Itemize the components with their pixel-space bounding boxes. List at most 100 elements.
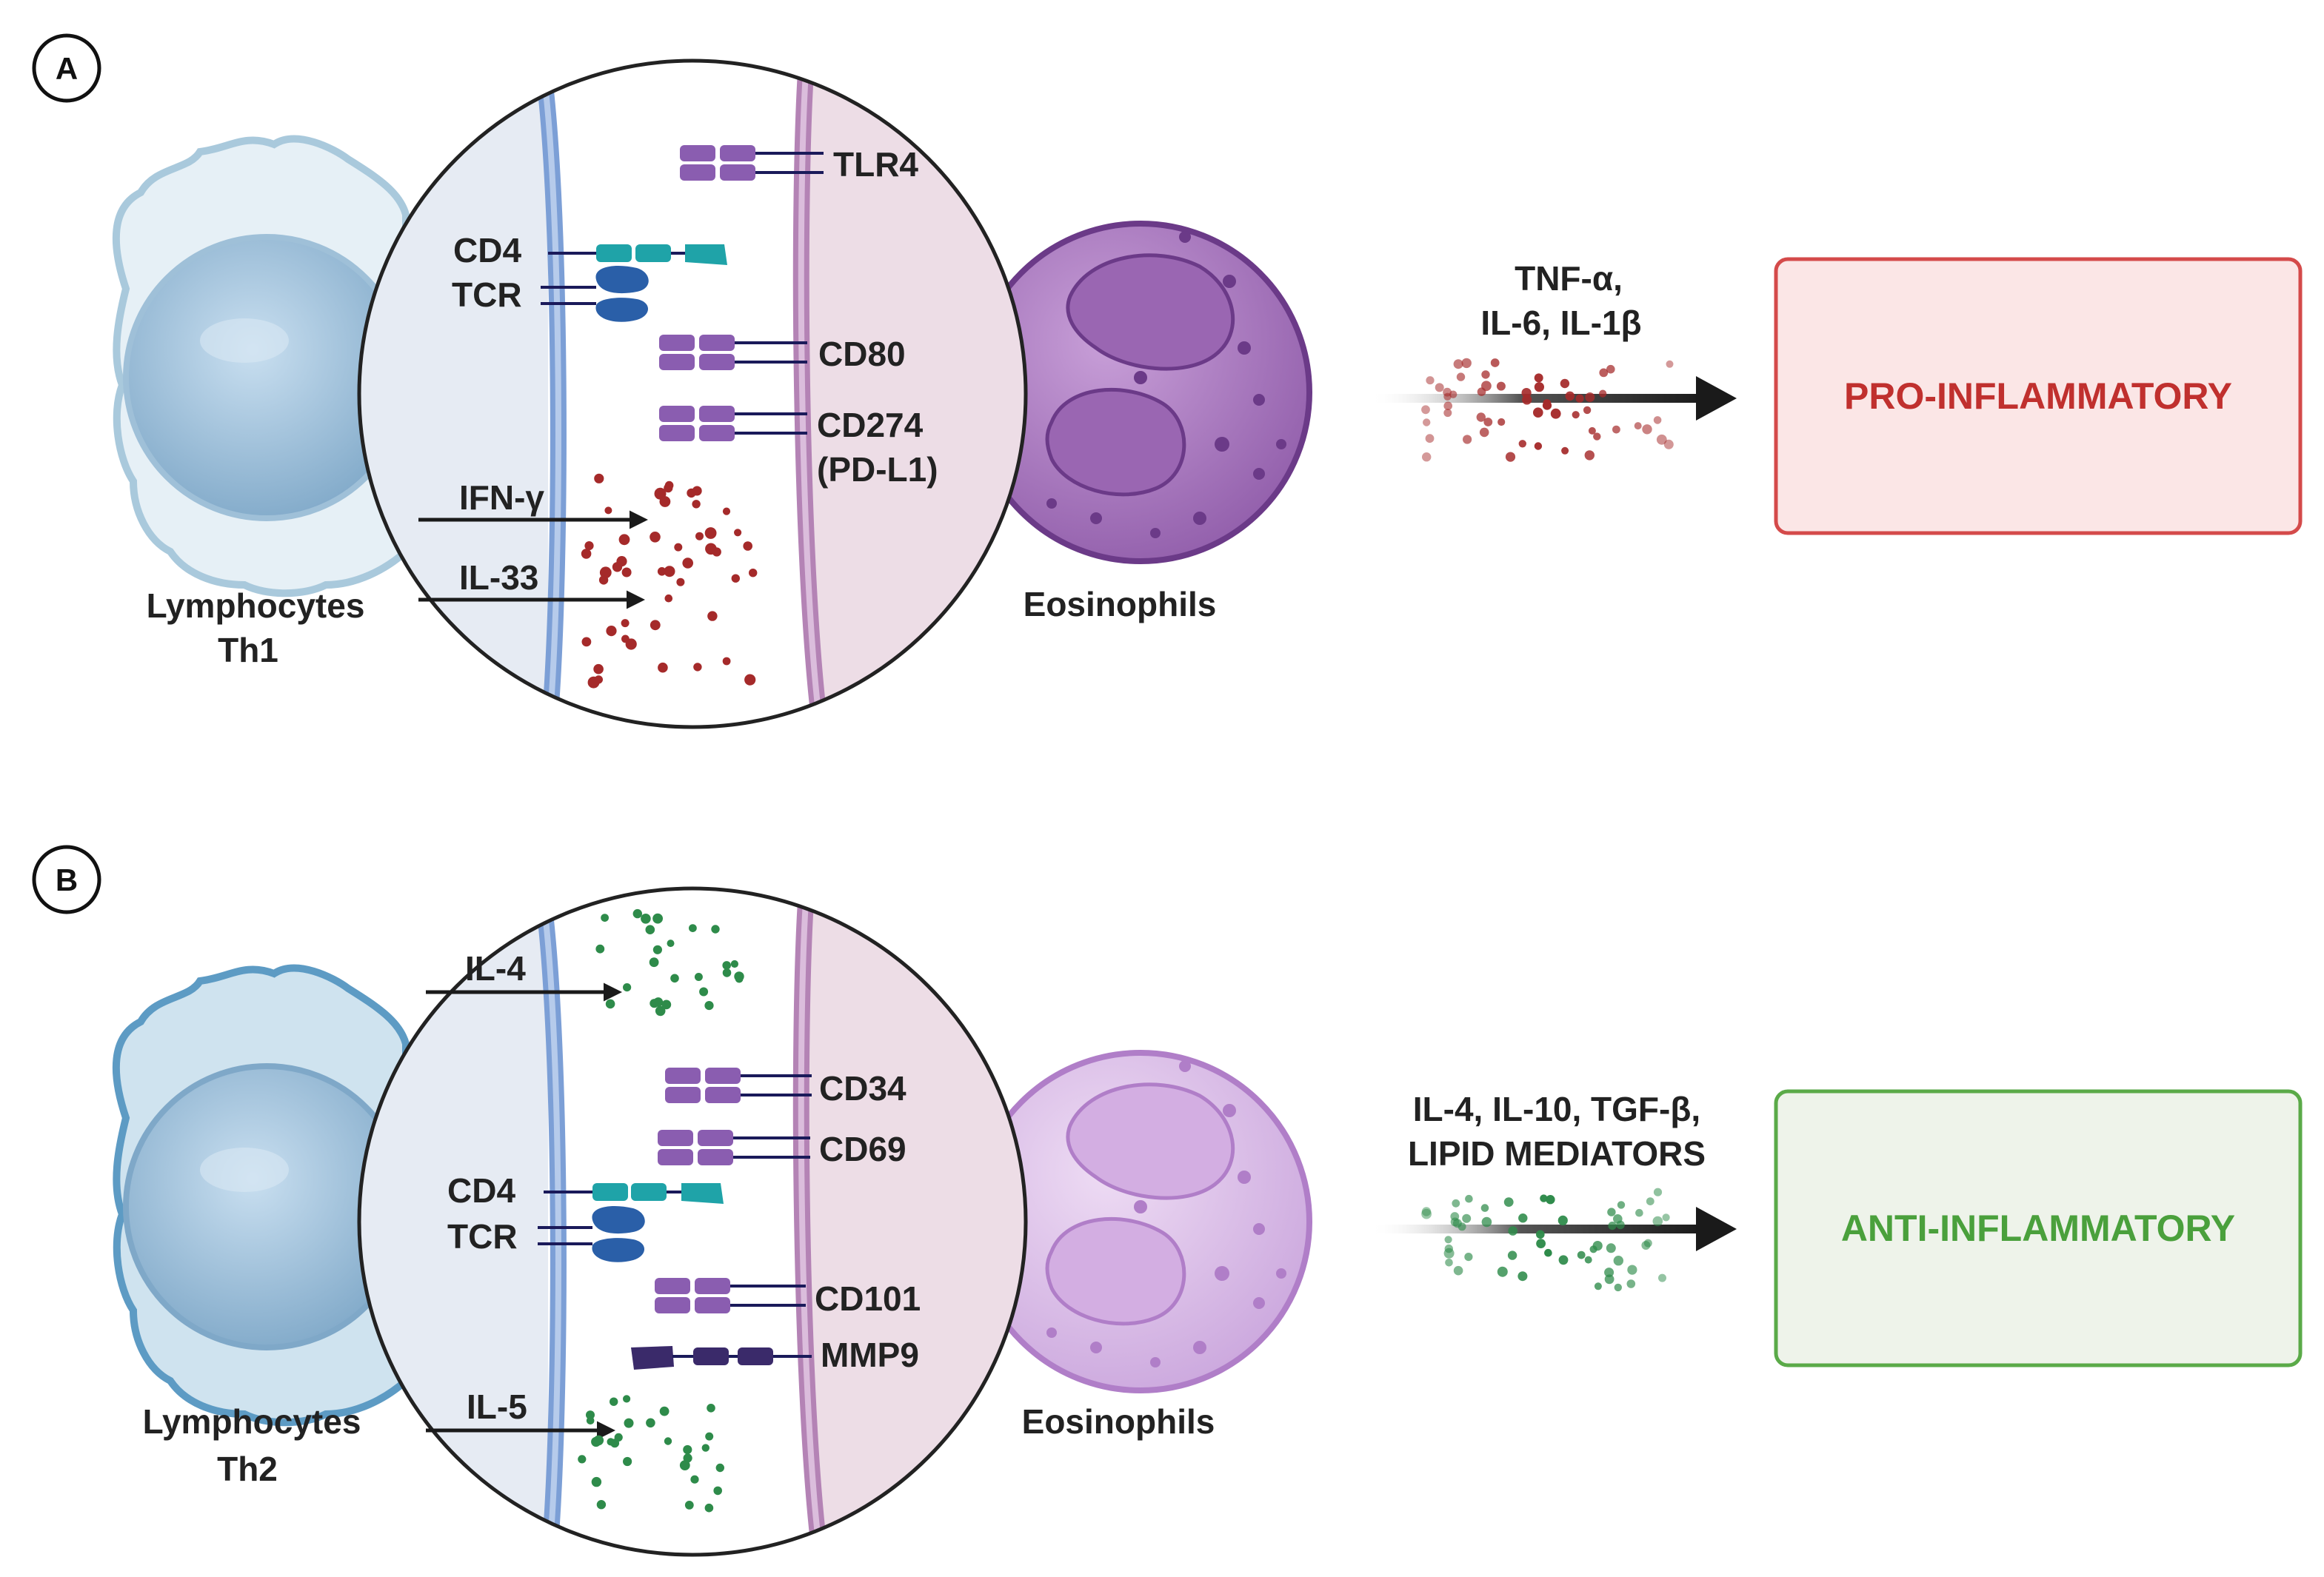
cytokine-particle <box>1614 1283 1622 1292</box>
cytokine-particle <box>593 1435 604 1446</box>
cytokine-particle <box>722 961 731 970</box>
secreted-cytokines-a-line2: IL-6, IL-1β <box>1480 304 1641 342</box>
cytokine-particle <box>1457 1222 1466 1231</box>
cd274-label: CD274 <box>817 406 924 444</box>
cytokine-particle <box>1449 390 1457 398</box>
cytokine-particle <box>707 1404 715 1413</box>
cytokine-particle <box>606 626 617 637</box>
cytokine-particle <box>705 1432 714 1441</box>
cytokine-particle <box>596 1500 607 1510</box>
cytokine-particle <box>734 529 742 537</box>
cytokine-particle <box>1435 383 1444 392</box>
cytokine-particle <box>652 945 663 954</box>
cytokine-particle <box>1453 1265 1463 1276</box>
cytokine-particle <box>1422 452 1432 462</box>
cytokine-particle <box>699 987 709 997</box>
cytokine-particle <box>1606 1243 1616 1253</box>
cytokine-particle <box>1652 1216 1663 1227</box>
pro-inflammatory-label: PRO-INFLAMMATORY <box>1844 375 2232 417</box>
secreted-cytokine-dots-a <box>1421 358 1674 462</box>
cytokine-particle <box>683 1453 692 1463</box>
cytokine-particle <box>707 611 718 621</box>
cytokine-particle <box>1604 1268 1615 1278</box>
cytokine-particle <box>650 532 661 543</box>
cytokine-particle <box>735 974 744 983</box>
cytokine-particle <box>1534 373 1543 383</box>
secretion-arrow-b-head <box>1696 1207 1737 1251</box>
cytokine-particle <box>664 594 673 603</box>
cytokine-particle <box>1518 1213 1528 1223</box>
cytokine-particle <box>1544 1248 1552 1257</box>
cytokine-particle <box>730 960 739 968</box>
cytokine-particle <box>625 638 637 650</box>
cytokine-particle <box>623 1456 632 1467</box>
cytokine-particle <box>1481 1216 1492 1228</box>
cytokine-particle <box>1550 408 1561 419</box>
cytokine-particle <box>621 619 630 628</box>
cd69-receptor <box>658 1130 810 1165</box>
cytokine-particle <box>715 1463 724 1473</box>
cytokine-particle <box>1642 424 1652 435</box>
cytokine-particle <box>1421 405 1430 415</box>
cytokine-particle <box>1421 1208 1432 1219</box>
cytokine-dots-il5 <box>578 1395 724 1513</box>
cytokine-particle <box>693 663 702 672</box>
cd101-label: CD101 <box>815 1279 921 1318</box>
cytokine-particle <box>713 1486 722 1496</box>
cytokine-particle <box>1565 391 1575 401</box>
cytokine-particle <box>591 1476 602 1487</box>
cytokine-particle <box>1583 406 1592 415</box>
cytokine-particle <box>684 1501 694 1510</box>
cytokine-particle <box>605 999 615 1009</box>
cytokine-dots-ifn-il33 <box>581 473 758 689</box>
cytokine-particle <box>1517 1271 1528 1282</box>
cytokine-particle <box>1443 409 1452 418</box>
cytokine-particle <box>679 1460 690 1470</box>
cd69-label: CD69 <box>819 1130 906 1168</box>
cytokine-particle <box>1536 1230 1545 1239</box>
cytokine-particle <box>1584 450 1595 461</box>
eosinophil-cell-a <box>969 221 1312 564</box>
cytokine-particle <box>1533 407 1543 418</box>
cytokine-particle <box>1577 1250 1586 1259</box>
cytokine-particle <box>1464 1253 1473 1262</box>
cytokine-particle <box>704 527 717 539</box>
tcr-receptor <box>541 265 649 322</box>
cytokine-dots-il4 <box>595 908 744 1017</box>
cytokine-particle <box>659 496 671 507</box>
cytokine-particle <box>593 663 604 674</box>
cytokine-particle <box>623 1395 631 1403</box>
cytokine-particle <box>641 914 651 924</box>
cytokine-particle <box>689 924 697 932</box>
pro-inflammatory-box <box>1774 257 2303 535</box>
cytokine-particle <box>1627 1265 1637 1275</box>
cd4-label: CD4 <box>453 231 521 269</box>
cd80-receptor <box>659 335 807 370</box>
cytokine-particle <box>632 908 642 919</box>
anti-inflammatory-box <box>1774 1089 2303 1367</box>
cytokine-particle <box>621 567 632 577</box>
cytokine-particle <box>1662 1213 1670 1222</box>
cytokine-particle <box>1444 1236 1452 1244</box>
cytokine-particle <box>1593 432 1601 441</box>
cytokine-particle <box>1607 1208 1616 1216</box>
cytokine-particle <box>1635 1208 1643 1217</box>
cytokine-particle <box>1653 1188 1663 1196</box>
tlr4-receptor <box>680 145 824 181</box>
cytokine-particle <box>1503 1197 1514 1207</box>
th1-lymphocyte-label: Lymphocytes <box>147 586 365 625</box>
cytokine-particle <box>1588 426 1596 435</box>
cytokine-particle <box>1452 1199 1460 1208</box>
eosinophil-cell-b <box>969 1050 1312 1393</box>
cytokine-particle <box>1518 440 1526 448</box>
il-4-in-label: IL-4 <box>465 949 526 988</box>
cytokine-particle <box>695 532 704 540</box>
cytokine-particle <box>1626 1279 1636 1288</box>
cytokine-particle <box>1443 401 1452 410</box>
cytokine-particle <box>658 662 668 673</box>
secreted-cytokines-a-line1: TNF-α, <box>1515 259 1623 298</box>
cytokine-particle <box>1634 422 1642 430</box>
cytokine-particle <box>1453 359 1463 369</box>
cytokine-particle <box>1534 442 1543 450</box>
